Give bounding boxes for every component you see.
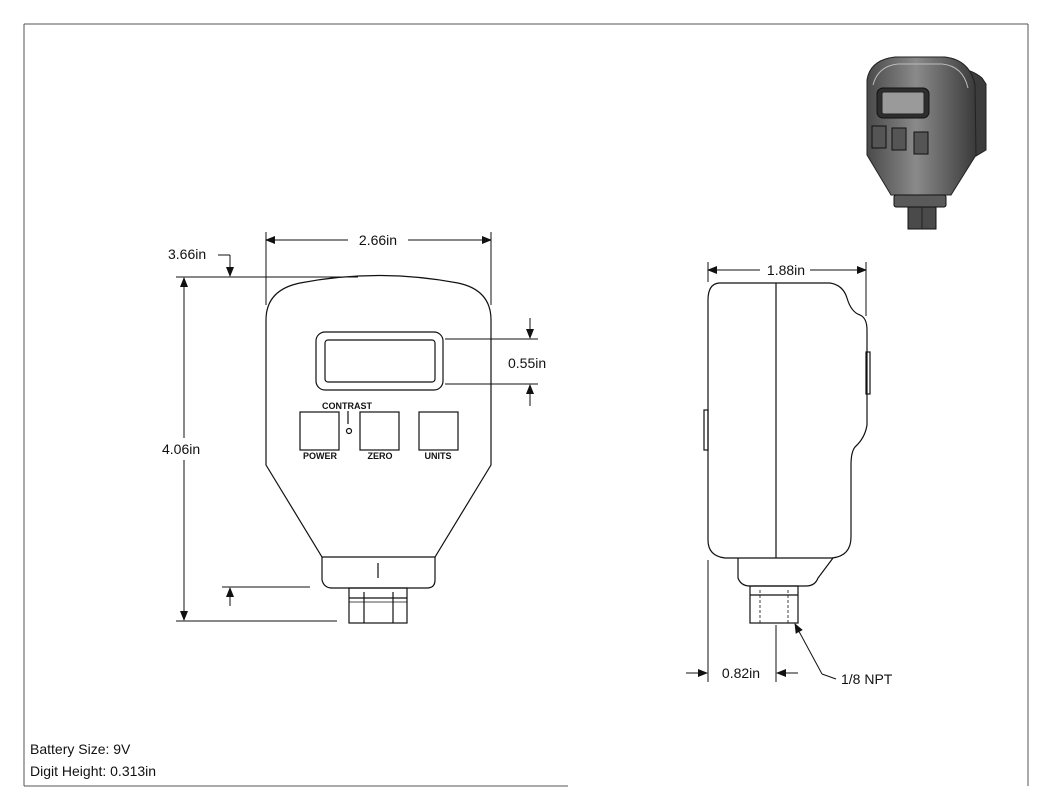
side-fitting: [749, 585, 799, 624]
top-offset-label: 3.66in: [168, 246, 206, 262]
fitting-offset-dimension: [686, 560, 798, 682]
units-label: UNITS: [425, 451, 452, 461]
front-fitting: [348, 587, 408, 624]
digit-height-note: Digit Height: 0.313in: [30, 763, 156, 779]
contrast-label: CONTRAST: [322, 401, 372, 411]
side-view: [703, 282, 871, 624]
front-housing-outline: [265, 274, 492, 558]
height-dimension: [176, 277, 337, 622]
power-button: [299, 411, 340, 451]
power-label: POWER: [303, 451, 338, 461]
side-width-label: 1.88in: [767, 262, 805, 278]
display-height-label: 0.55in: [508, 355, 546, 371]
side-width-dimension: [707, 262, 867, 316]
side-housing-outline: [707, 282, 868, 559]
fitting-offset-label: 0.82in: [722, 665, 760, 681]
display-frame: [315, 331, 444, 391]
side-back-tab: [703, 409, 709, 451]
display-height-dimension: [445, 318, 538, 406]
side-collar: [737, 557, 834, 587]
width-dimension: [265, 232, 492, 305]
units-button: [418, 411, 459, 451]
side-front-tab: [865, 351, 871, 395]
display-screen: [324, 339, 436, 383]
sheet-border: [23, 23, 1029, 787]
battery-note: Battery Size: 9V: [30, 741, 131, 757]
top-offset-dimension: [176, 254, 358, 278]
zero-button: [359, 411, 400, 451]
front-view: [265, 274, 492, 624]
width-dimension-label: 2.66in: [359, 232, 397, 248]
zero-label: ZERO: [367, 451, 392, 461]
npt-label: 1/8 NPT: [841, 671, 893, 687]
npt-leader: [794, 623, 837, 680]
height-dimension-label: 4.06in: [162, 441, 200, 457]
contrast-knob: [345, 427, 353, 435]
isometric-render: [866, 56, 987, 230]
